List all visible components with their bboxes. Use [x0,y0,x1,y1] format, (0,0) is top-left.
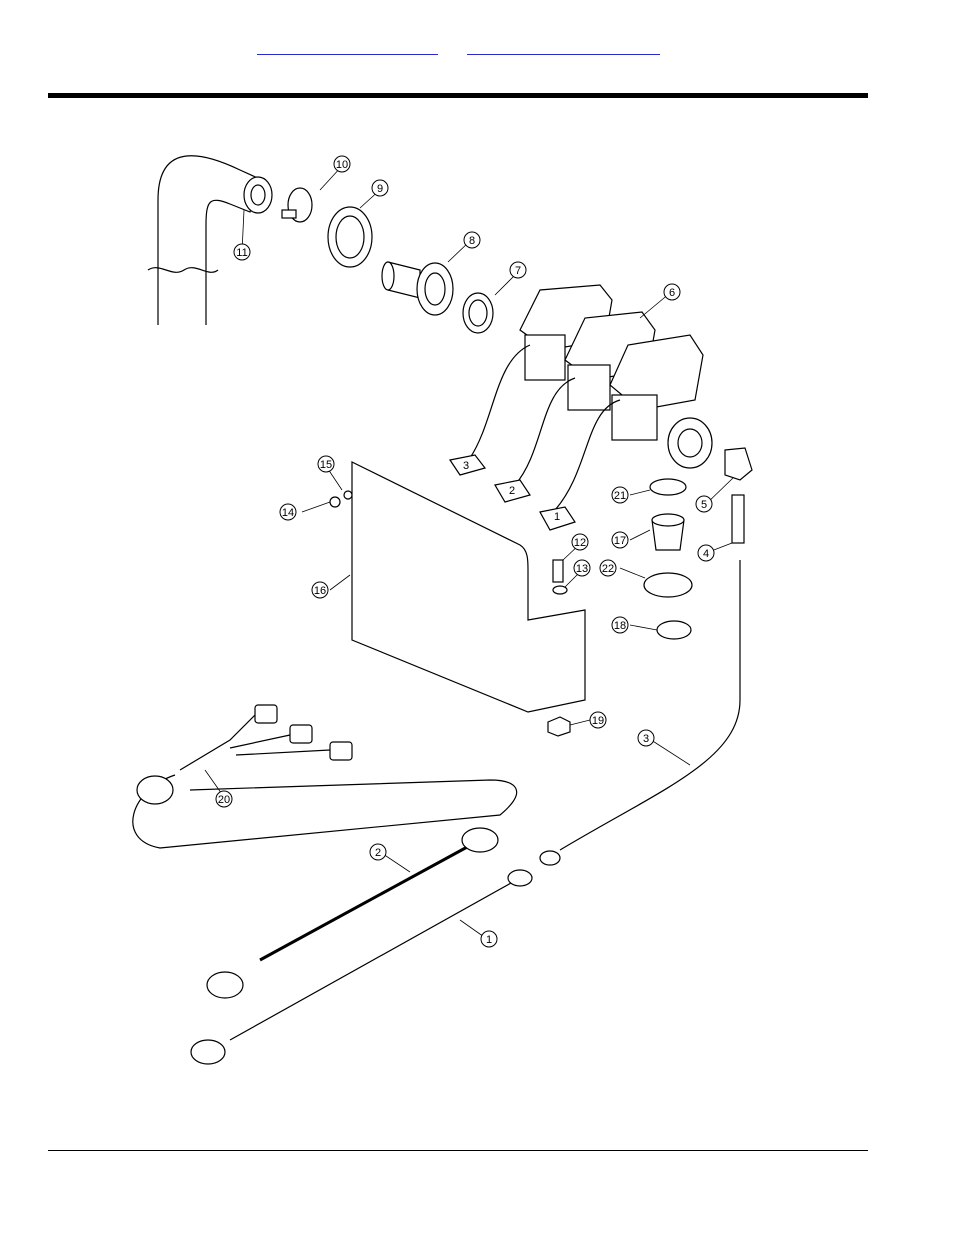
header-link-2[interactable] [467,40,660,55]
callout-16: 16 [311,581,329,599]
callout-3-label: 3 [643,733,649,745]
callout-8-label: 8 [469,235,475,247]
callout-1-label: 1 [486,934,492,946]
callout-10-label: 10 [336,159,348,171]
callout-20: 20 [215,790,233,808]
callout-9-label: 9 [377,183,383,195]
washer-15 [343,490,353,500]
harness-20 [132,774,518,849]
callout-14: 14 [279,503,297,521]
header-rule [48,93,868,98]
callout-22: 22 [599,559,617,577]
hose-11 [157,155,263,325]
cable-1 [229,877,521,1041]
callout-11: 11 [233,243,251,261]
plug-connector-1 [539,506,576,531]
elbow-fitting-5 [724,447,753,481]
sensor-4 [731,494,745,544]
callout-22-label: 22 [602,563,614,575]
callout-19: 19 [589,711,607,729]
connector-mark-3: 3 [463,460,469,472]
footer-rule [48,1150,868,1151]
bracket-16 [351,461,586,713]
connector-mark-2: 2 [509,485,515,497]
callout-4-label: 4 [703,548,709,560]
callout-11-label: 11 [236,247,247,259]
callout-15: 15 [317,455,335,473]
callout-3: 3 [637,729,655,747]
callout-18: 18 [611,616,629,634]
callout-21: 21 [611,486,629,504]
callout-4: 4 [697,544,715,562]
callout-6-label: 6 [669,287,675,299]
callout-17: 17 [611,531,629,549]
callout-17-label: 17 [614,535,626,547]
callout-20-label: 20 [218,794,230,806]
clamp-18 [656,620,692,640]
exploded-parts-diagram: 1 2 3 4 5 6 7 8 9 10 11 12 13 14 15 16 1… [132,155,753,1065]
coupling-22 [643,572,693,598]
cable-3 [559,560,741,851]
callout-10: 10 [333,155,351,173]
callout-16-label: 16 [314,585,326,597]
callout-2: 2 [369,843,387,861]
callouts: 1 2 3 4 5 6 7 8 9 10 11 12 13 14 15 16 1… [215,155,715,948]
callout-6: 6 [663,283,681,301]
callout-2-label: 2 [375,847,381,859]
cable-2 [259,838,481,962]
bolt-14 [329,496,341,508]
callout-13-label: 13 [576,563,588,575]
callout-18-label: 18 [614,620,626,632]
callout-8: 8 [463,231,481,249]
callout-19-label: 19 [592,715,604,727]
seal-21 [649,478,687,496]
callout-13: 13 [573,559,591,577]
callout-7: 7 [509,261,527,279]
callout-9: 9 [371,179,389,197]
callout-7-label: 7 [515,265,521,277]
callout-12-label: 12 [574,537,586,549]
callout-1: 1 [480,930,498,948]
callout-14-label: 14 [282,507,294,519]
plug-connector-3 [449,454,487,476]
callout-5-label: 5 [701,499,707,511]
valve-assembly-6 [519,284,713,469]
connector-marks: 3 2 1 [463,460,560,523]
connector-mark-1: 1 [554,511,560,523]
header-link-1[interactable] [257,40,438,55]
callout-21-label: 21 [614,490,626,502]
callout-12: 12 [571,533,589,551]
plug-connector-2 [494,479,531,503]
washer-13 [552,585,568,595]
nut-19 [547,716,571,737]
bolt-12 [552,559,564,583]
callout-5: 5 [695,495,713,513]
callout-15-label: 15 [320,459,332,471]
